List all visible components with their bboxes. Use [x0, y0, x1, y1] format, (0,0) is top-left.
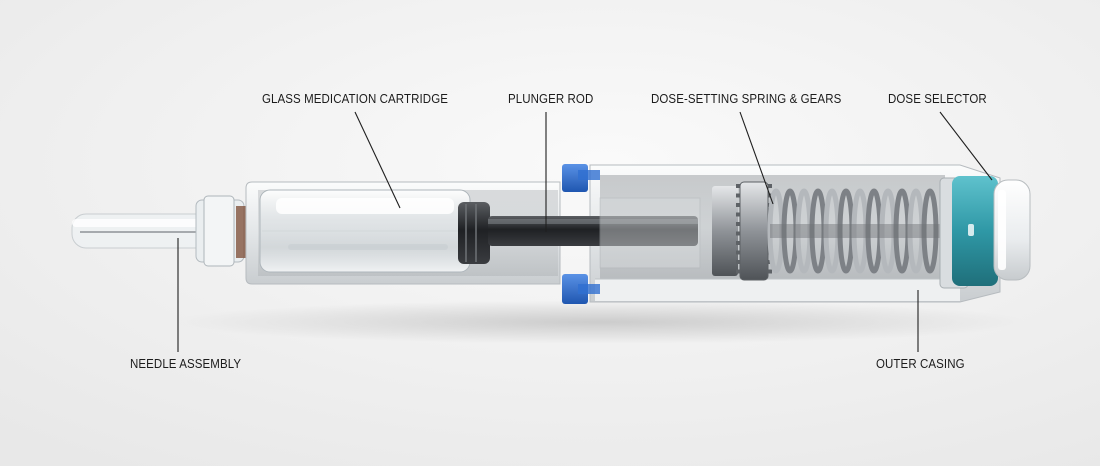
- glass-medication-cartridge: [259, 189, 471, 273]
- label-dose-setting-spring-gears: DOSE-SETTING SPRING & GEARS: [651, 92, 842, 106]
- plunger-rod: [458, 197, 701, 269]
- label-glass-medication-cartridge: GLASS MEDICATION CARTRIDGE: [262, 92, 448, 106]
- label-dose-selector: DOSE SELECTOR: [888, 92, 987, 106]
- dose-setting-spring-and-gears: [712, 181, 940, 281]
- leader-glass-cartridge: [354, 111, 401, 209]
- leader-spring-gears: [739, 111, 774, 205]
- label-plunger-rod: PLUNGER ROD: [508, 92, 594, 106]
- spring-coil: [921, 188, 939, 274]
- pen-shadow: [170, 300, 1030, 344]
- blue-collar: [562, 164, 600, 304]
- label-needle-assembly: NEEDLE ASSEMBLY: [130, 357, 242, 371]
- leader-lines: [177, 111, 993, 352]
- leader-dose-selector: [939, 111, 993, 181]
- dose-selector: [939, 176, 1031, 289]
- label-outer-casing: OUTER CASING: [876, 357, 965, 371]
